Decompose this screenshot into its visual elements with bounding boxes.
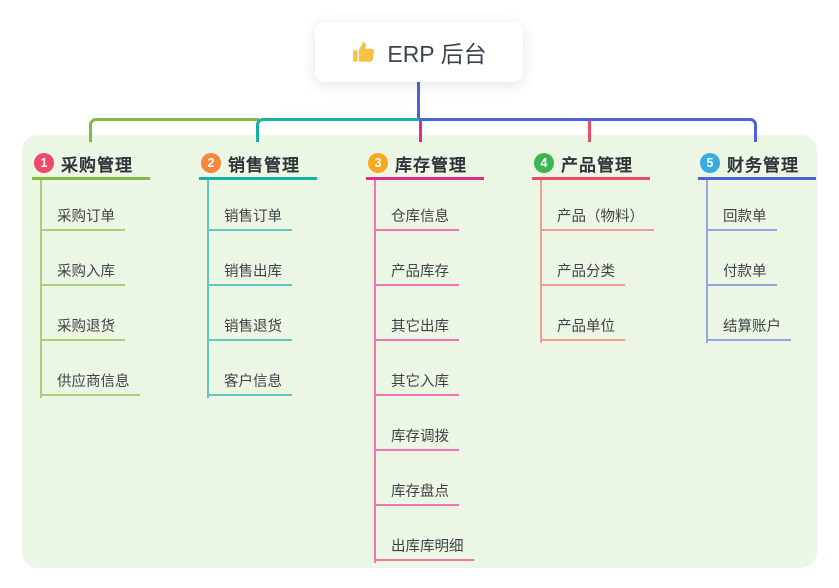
child-label: 产品库存 [391, 264, 449, 280]
child-node[interactable]: 采购入库 [40, 260, 125, 286]
connector-branch-1 [89, 118, 259, 142]
child-label: 仓库信息 [391, 209, 449, 225]
child-label: 付款单 [723, 264, 767, 280]
child-node[interactable]: 仓库信息 [374, 205, 459, 231]
child-label: 产品（物料） [557, 209, 644, 225]
child-label: 出库库明细 [391, 539, 464, 555]
child-label: 库存调拨 [391, 429, 449, 445]
connector-branch-5 [419, 118, 757, 142]
badge-4: 4 [534, 153, 554, 173]
branch-label: 采购管理 [61, 155, 133, 175]
branch-child-line [374, 180, 376, 563]
child-node[interactable]: 销售订单 [207, 205, 292, 231]
root-title: ERP 后台 [387, 41, 487, 67]
child-node[interactable]: 产品单位 [540, 315, 625, 341]
child-node[interactable]: 销售出库 [207, 260, 292, 286]
child-label: 采购订单 [57, 209, 115, 225]
thumbs-up-icon [353, 42, 375, 62]
child-label: 供应商信息 [57, 374, 130, 390]
branch-label: 产品管理 [561, 155, 633, 175]
child-label: 其它出库 [391, 319, 449, 335]
child-label: 销售出库 [224, 264, 282, 280]
child-node[interactable]: 产品（物料） [540, 205, 654, 231]
child-node[interactable]: 库存盘点 [374, 480, 459, 506]
branch-child-line [706, 180, 708, 343]
child-node[interactable]: 销售退货 [207, 315, 292, 341]
child-node[interactable]: 采购订单 [40, 205, 125, 231]
root-trunk-line [417, 82, 420, 121]
root-node[interactable]: ERP 后台 [315, 22, 523, 82]
child-node[interactable]: 供应商信息 [40, 370, 140, 396]
branch-node-product[interactable]: 4 产品管理 [532, 149, 650, 180]
child-node[interactable]: 付款单 [706, 260, 777, 286]
branch-node-purchase[interactable]: 1 采购管理 [32, 149, 150, 180]
child-node[interactable]: 回款单 [706, 205, 777, 231]
child-node[interactable]: 客户信息 [207, 370, 292, 396]
child-node[interactable]: 采购退货 [40, 315, 125, 341]
badge-1: 1 [34, 153, 54, 173]
child-node[interactable]: 产品库存 [374, 260, 459, 286]
branch-node-finance[interactable]: 5 财务管理 [698, 149, 816, 180]
child-label: 回款单 [723, 209, 767, 225]
branch-node-sales[interactable]: 2 销售管理 [199, 149, 317, 180]
badge-5: 5 [700, 153, 720, 173]
connector-branch-2 [256, 118, 422, 142]
child-label: 结算账户 [723, 319, 781, 335]
child-node[interactable]: 其它出库 [374, 315, 459, 341]
child-node[interactable]: 结算账户 [706, 315, 791, 341]
child-node[interactable]: 出库库明细 [374, 535, 474, 561]
child-node[interactable]: 产品分类 [540, 260, 625, 286]
child-label: 销售退货 [224, 319, 282, 335]
child-label: 销售订单 [224, 209, 282, 225]
child-label: 其它入库 [391, 374, 449, 390]
badge-3: 3 [368, 153, 388, 173]
connector-branch-3 [419, 121, 422, 142]
branch-child-line [540, 180, 542, 343]
child-label: 库存盘点 [391, 484, 449, 500]
branch-label: 销售管理 [228, 155, 300, 175]
connector-branch-4 [588, 121, 591, 142]
branches-panel [22, 135, 817, 568]
child-label: 采购退货 [57, 319, 115, 335]
child-label: 客户信息 [224, 374, 282, 390]
branch-child-line [207, 180, 209, 398]
child-label: 产品单位 [557, 319, 615, 335]
child-node[interactable]: 其它入库 [374, 370, 459, 396]
child-label: 产品分类 [557, 264, 615, 280]
child-label: 采购入库 [57, 264, 115, 280]
badge-2: 2 [201, 153, 221, 173]
branch-label: 财务管理 [727, 155, 799, 175]
branch-node-inventory[interactable]: 3 库存管理 [366, 149, 484, 180]
child-node[interactable]: 库存调拨 [374, 425, 459, 451]
branch-label: 库存管理 [395, 155, 467, 175]
branch-child-line [40, 180, 42, 398]
